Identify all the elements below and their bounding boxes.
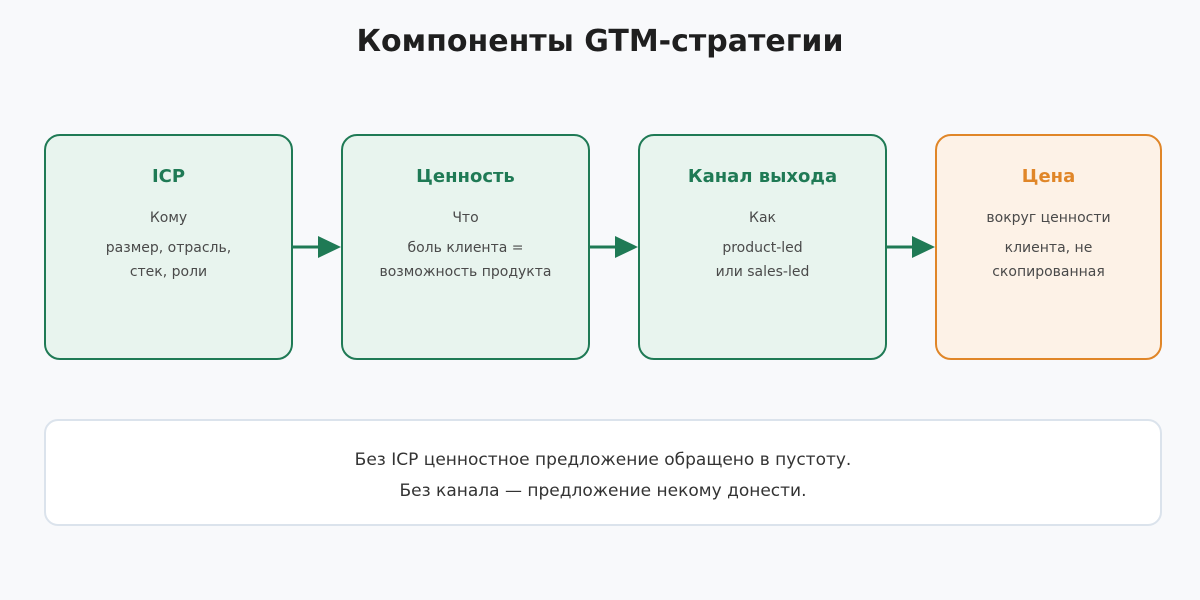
box-title: Ценность xyxy=(416,166,515,187)
note-line: Без канала — предложение некому донести. xyxy=(399,481,807,501)
box-text: размер, отрасль, xyxy=(105,240,232,256)
box-channel: Канал выхода Как product-led или sales-l… xyxy=(638,134,887,360)
box-title: Канал выхода xyxy=(687,166,838,187)
note-line: Без ICP ценностное предложение обращено … xyxy=(354,450,852,470)
box-text: возможность продукта xyxy=(379,264,552,280)
box-icp: ICP Кому размер, отрасль, стек, роли xyxy=(44,134,293,360)
box-value: Ценность Что боль клиента = возможность … xyxy=(341,134,590,360)
box-text: клиента, не xyxy=(1004,240,1093,256)
box-text: скопированная xyxy=(992,264,1105,280)
box-text: product-led xyxy=(722,240,803,256)
box-price: Цена вокруг ценности клиента, не скопиро… xyxy=(935,134,1162,360)
summary-note: Без ICP ценностное предложение обращено … xyxy=(44,419,1162,526)
box-subtitle: вокруг ценности xyxy=(986,210,1111,226)
box-text: стек, роли xyxy=(129,264,208,280)
arrow-icon xyxy=(293,236,341,258)
box-title: ICP xyxy=(151,166,186,187)
box-subtitle: Что xyxy=(452,210,479,226)
box-text: боль клиента = xyxy=(407,240,524,256)
box-title: Цена xyxy=(1021,166,1076,187)
box-text: или sales-led xyxy=(715,264,810,280)
diagram-title: Компоненты GTM-стратегии xyxy=(356,24,844,59)
arrow-icon xyxy=(887,236,935,258)
arrow-icon xyxy=(590,236,638,258)
box-subtitle: Кому xyxy=(149,210,188,226)
box-subtitle: Как xyxy=(749,210,776,226)
